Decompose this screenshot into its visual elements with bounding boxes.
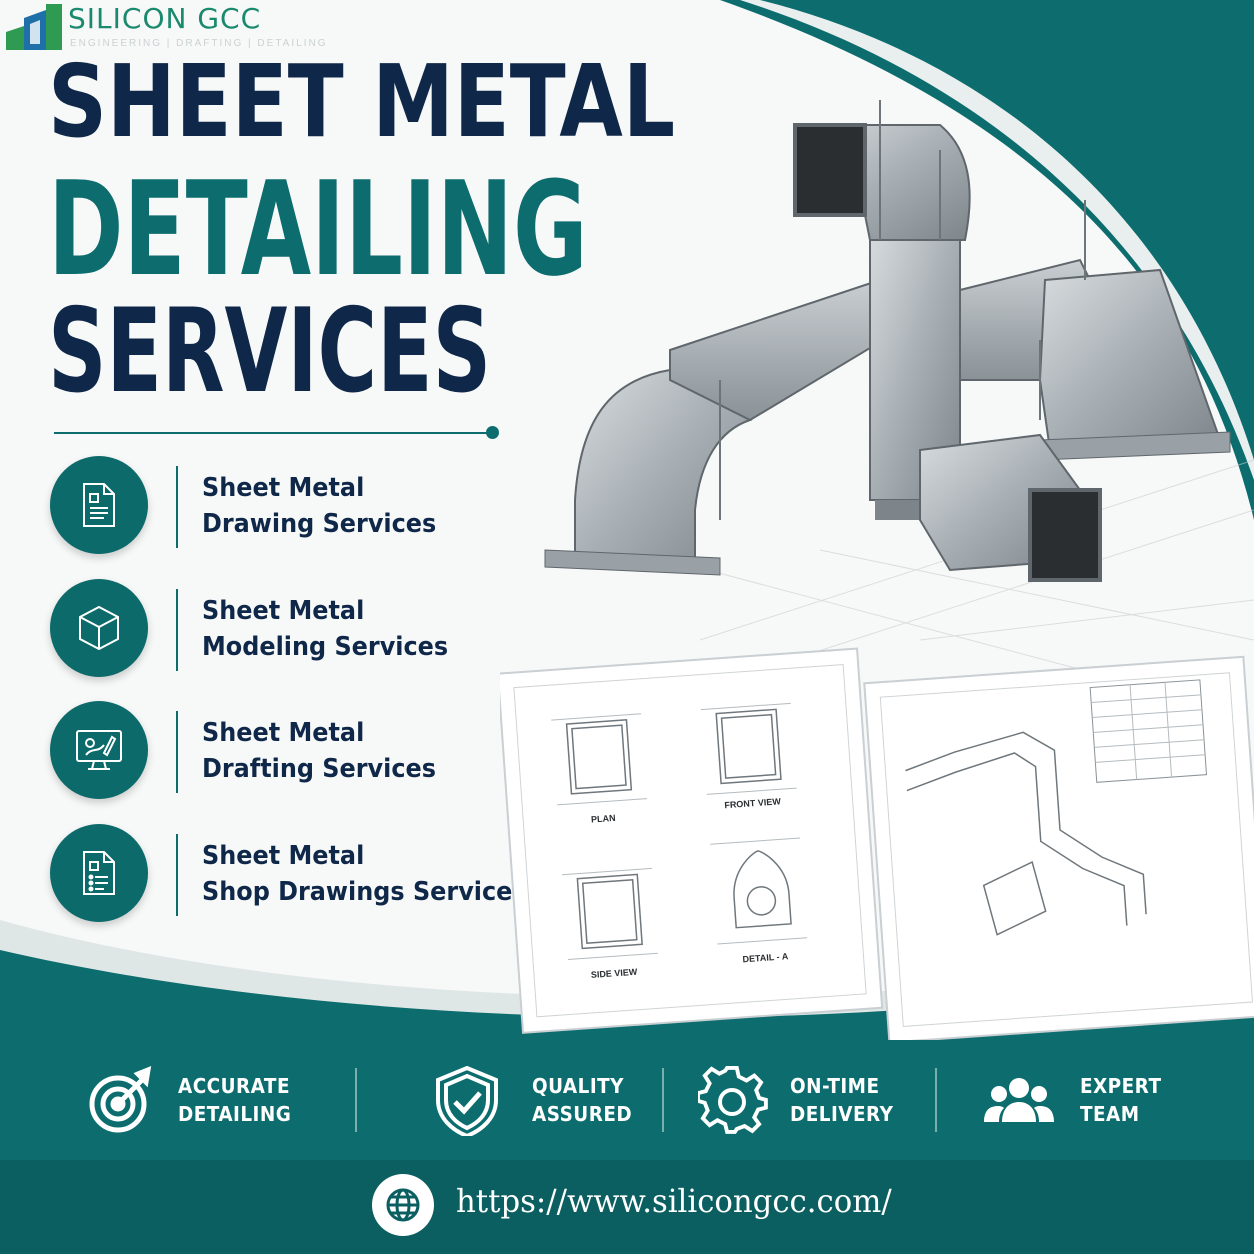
service-label: Sheet Metal Shop Drawings Services — [202, 841, 527, 907]
service-modeling[interactable]: Sheet Metal Modeling Services — [50, 577, 530, 677]
service-label: Sheet Metal Drafting Services — [202, 718, 436, 784]
cube-icon — [79, 605, 119, 651]
duct-illustration — [544, 100, 1254, 680]
monitor-design-icon — [76, 730, 122, 770]
document-icon — [83, 483, 115, 527]
divider-dot — [486, 426, 499, 439]
globe-icon — [386, 1188, 420, 1222]
drawing-sheets: PLAN FRONT VIEW SIDE VIEW DETAIL - A — [500, 647, 1254, 1040]
target-icon — [89, 1066, 152, 1133]
feature-separator — [662, 1068, 664, 1132]
team-icon — [984, 1078, 1054, 1122]
brand-tagline: ENGINEERING | DRAFTING | DETAILING — [70, 38, 328, 49]
service-separator — [176, 589, 178, 671]
feature-separator — [935, 1068, 937, 1132]
service-separator — [176, 711, 178, 793]
headline: SHEET METAL DETAILING SERVICES — [48, 43, 676, 419]
service-drafting[interactable]: Sheet Metal Drafting Services — [50, 699, 530, 799]
footer-url-bar: https://www.silicongcc.com/ — [0, 1160, 1254, 1254]
headline-line-2: DETAILING — [48, 153, 588, 305]
headline-line-1: SHEET METAL — [48, 43, 676, 160]
shield-check-icon — [436, 1066, 498, 1136]
drawing-label-detail: DETAIL - A — [742, 951, 789, 964]
document-list-icon — [83, 851, 115, 895]
service-icon-circle — [50, 579, 148, 677]
feature-separator — [355, 1068, 357, 1132]
service-shop-drawings[interactable]: Sheet Metal Shop Drawings Services — [50, 822, 530, 922]
logo-icon — [6, 4, 62, 50]
service-icon-circle — [50, 824, 148, 922]
service-label: Sheet Metal Modeling Services — [202, 596, 449, 662]
website-link[interactable]: https://www.silicongcc.com/ — [456, 1182, 892, 1220]
service-separator — [176, 466, 178, 548]
gear-icon — [698, 1066, 768, 1134]
service-drawing[interactable]: Sheet Metal Drawing Services — [50, 454, 530, 554]
brand-logo[interactable]: SILICON GCC ENGINEERING | DRAFTING | DET… — [6, 2, 346, 52]
drawing-label-side-view: SIDE VIEW — [591, 967, 639, 980]
drawing-label-plan: PLAN — [591, 813, 616, 825]
headline-line-3: SERVICES — [48, 284, 492, 419]
brand-name: SILICON GCC — [68, 2, 262, 35]
service-icon-circle — [50, 456, 148, 554]
drawing-label-front-view: FRONT VIEW — [724, 796, 782, 810]
service-separator — [176, 834, 178, 916]
globe-button[interactable] — [372, 1174, 434, 1236]
service-icon-circle — [50, 701, 148, 799]
service-label: Sheet Metal Drawing Services — [202, 473, 437, 539]
headline-divider — [54, 432, 494, 434]
